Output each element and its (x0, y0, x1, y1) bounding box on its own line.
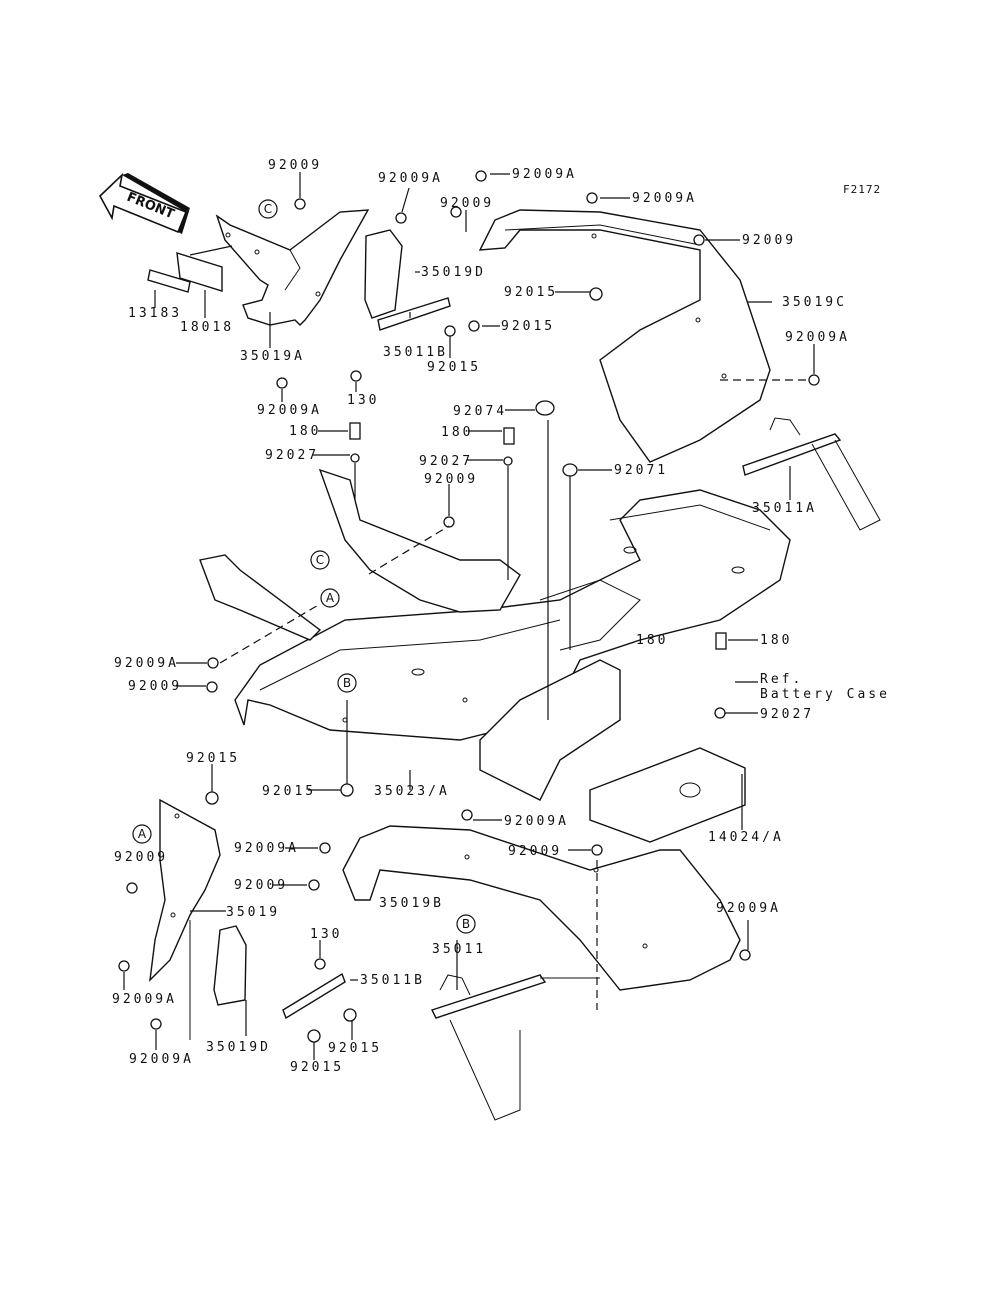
part-label: 35011B (383, 345, 448, 360)
part-label: 180 (289, 424, 321, 439)
part-label: 92009A (785, 330, 850, 345)
part-label: 92009 (440, 196, 494, 211)
part-label: 35019D (421, 265, 486, 280)
part-label: Battery Case (760, 687, 890, 702)
part-label: 92074 (453, 404, 507, 419)
part-label: 92027 (265, 448, 319, 463)
part-label: 92027 (760, 707, 814, 722)
part-label: 35019B (379, 896, 444, 911)
part-label: 92009A (257, 403, 322, 418)
part-label: 35011 (432, 942, 486, 957)
part-label: 92015 (427, 360, 481, 375)
part-label: 92009 (128, 679, 182, 694)
ref-marker-a-lower: A (132, 824, 152, 844)
part-14024a (589, 747, 746, 843)
front-arrow-icon: FRONT (99, 172, 190, 234)
ref-marker-b-upper: B (337, 673, 357, 693)
part-35019 (149, 798, 221, 982)
part-label: 92015 (501, 319, 555, 334)
part-label: 92009 (114, 850, 168, 865)
part-label: 92009A (512, 167, 577, 182)
ref-marker-a-upper: A (320, 588, 340, 608)
part-label: 92015 (504, 285, 558, 300)
part-label: 92015 (186, 751, 240, 766)
part-label: 180 (760, 633, 792, 648)
part-label: 92009A (504, 814, 569, 829)
svg-text:C: C (264, 202, 272, 216)
part-label: 13183 (128, 306, 182, 321)
part-label: 35011B (360, 973, 425, 988)
svg-text:A: A (326, 591, 335, 605)
svg-text:C: C (316, 553, 324, 567)
part-35019a (215, 209, 370, 326)
part-label: 180 (441, 425, 473, 440)
part-35011a (742, 417, 881, 531)
part-label: 35019D (206, 1040, 271, 1055)
part-label: 92009A (378, 171, 443, 186)
part-battery-area (479, 579, 641, 801)
part-label: 130 (310, 927, 342, 942)
ref-marker-c-lower: C (310, 550, 330, 570)
ref-marker-c-upper: C (258, 199, 278, 219)
part-35019d-upper (364, 229, 403, 319)
figure-id: F2172 (843, 183, 881, 196)
part-label: 92009 (234, 878, 288, 893)
part-label: 92015 (262, 784, 316, 799)
part-label: 35023/A (374, 784, 450, 799)
part-label: 92009 (508, 844, 562, 859)
part-label: 35019 (226, 905, 280, 920)
part-35019b (342, 825, 741, 991)
part-label: 14024/A (708, 830, 784, 845)
part-label: 130 (347, 393, 379, 408)
svg-text:B: B (462, 917, 470, 931)
svg-text:B: B (343, 676, 351, 690)
svg-text:A: A (138, 827, 147, 841)
part-35019c (478, 209, 771, 463)
part-label: 92027 (419, 454, 473, 469)
part-label: 180 (636, 633, 668, 648)
part-label: 92009A (112, 992, 177, 1007)
part-label: 92015 (328, 1041, 382, 1056)
part-label: 92009 (742, 233, 796, 248)
part-label: 92009A (632, 191, 697, 206)
part-label: 35019C (782, 295, 847, 310)
part-18018 (176, 245, 233, 292)
part-35019d-lower (213, 925, 247, 1006)
part-35011b-upper (377, 297, 451, 331)
part-35011 (431, 974, 547, 1121)
part-label: 18018 (180, 320, 234, 335)
part-13183 (147, 269, 191, 293)
part-label: 92009A (114, 656, 179, 671)
part-35023a (234, 489, 791, 741)
part-left-rail (199, 468, 521, 641)
bolt-icons (118, 170, 820, 1043)
leader-lines (123, 172, 815, 1060)
part-35011b-lower (282, 972, 346, 1020)
part-label: Ref. (760, 672, 803, 687)
part-label: 92009A (234, 841, 299, 856)
part-labels: 92009 92009A 92009A 92009A 92009 92009 3… (112, 158, 890, 1075)
part-label: 92009 (424, 472, 478, 487)
part-label: 92009 (268, 158, 322, 173)
part-label: 92009A (716, 901, 781, 916)
part-label: 92009A (129, 1052, 194, 1067)
part-label: 92071 (614, 463, 668, 478)
part-label: 35019A (240, 349, 305, 364)
ref-marker-b-lower: B (456, 914, 476, 934)
part-label: 35011A (752, 501, 817, 516)
part-label: 92015 (290, 1060, 344, 1075)
